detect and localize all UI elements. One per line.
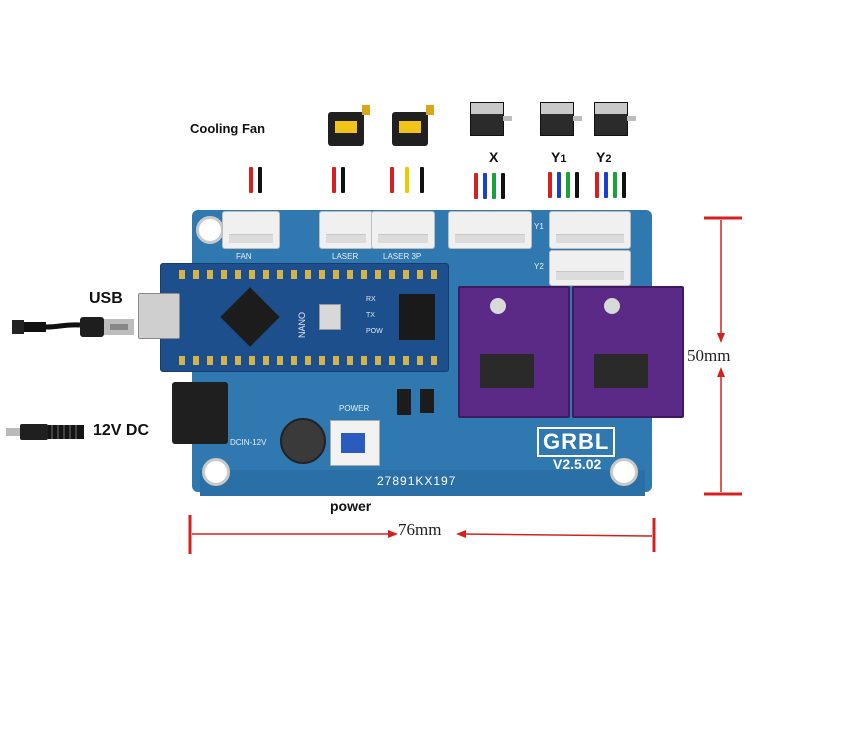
power-switch-knob[interactable] <box>341 433 365 453</box>
mounting-hole <box>196 216 224 244</box>
nano-pin-row-bottom <box>179 356 441 365</box>
fan-connector <box>222 211 280 249</box>
led-label-pow: POW <box>366 328 383 335</box>
motor-y1-connector <box>549 211 631 249</box>
dc-jack <box>172 382 228 444</box>
motor-y1-letter: Y <box>551 149 561 165</box>
laser-module-icon <box>328 105 370 146</box>
wire-x-red <box>474 173 478 199</box>
mounting-hole <box>610 458 638 486</box>
driver-potentiometer <box>490 298 506 314</box>
nano-microcontroller-chip <box>220 287 280 347</box>
connector-label-laser3p: LASER 3P <box>383 252 422 261</box>
connector-label-fan: FAN <box>236 252 252 261</box>
usb-cable-icon <box>12 317 134 337</box>
motor-y2-subscript: 2 <box>605 153 612 165</box>
usb-label: USB <box>89 290 123 307</box>
wire-y1-red <box>548 172 552 198</box>
motor-y1-label: Y1 <box>551 149 566 165</box>
led-label-tx: TX <box>366 312 375 319</box>
motor-y2-connector <box>549 250 631 286</box>
wire-x-blue <box>483 173 487 199</box>
height-dimension-line <box>704 216 742 496</box>
dc-cable-icon <box>6 424 84 440</box>
nano-pin-row-top <box>179 270 441 279</box>
stepper-motor-y1-icon <box>540 102 582 136</box>
width-dimension-label: 76mm <box>398 520 442 539</box>
stepper-driver-y <box>572 286 684 418</box>
connector-label-y2: Y2 <box>534 262 544 271</box>
wire-y2-red <box>595 172 599 198</box>
wire-x-black <box>501 173 505 199</box>
wire-y2-black <box>622 172 626 198</box>
motor-y2-letter: Y <box>596 149 606 165</box>
laser-module-icon <box>392 105 434 146</box>
led-label-rx: RX <box>366 296 376 303</box>
dc-label: 12V DC <box>93 422 150 439</box>
wire-x-green <box>492 173 496 199</box>
diode <box>420 389 434 413</box>
wire-y1-green <box>566 172 570 198</box>
wire-fan-red <box>249 167 253 193</box>
wire-laser3-red <box>390 167 394 193</box>
stepper-motor-x-icon <box>470 102 512 136</box>
width-dimension-line <box>188 515 656 554</box>
wire-laser-red <box>332 167 336 193</box>
motor-x-label: X <box>489 149 499 165</box>
laser-3pin-connector <box>371 211 435 249</box>
fuse <box>397 389 411 415</box>
power-switch[interactable] <box>330 420 380 466</box>
capacitor <box>280 418 326 464</box>
connector-label-y1: Y1 <box>534 222 544 231</box>
dcin-label: DCIN-12V <box>230 438 267 447</box>
cooling-fan-label: Cooling Fan <box>190 121 266 136</box>
motor-y2-label: Y2 <box>596 149 611 165</box>
wire-laser3-black <box>420 167 424 193</box>
wire-laser3-yellow <box>405 167 409 193</box>
board-serial: 27891KX197 <box>377 474 457 488</box>
power-switch-label: POWER <box>339 404 370 413</box>
stepper-driver-x <box>458 286 570 418</box>
laser-connector <box>319 211 373 249</box>
motor-y1-subscript: 1 <box>560 153 567 165</box>
icsp-header <box>399 294 435 340</box>
grbl-logo: GRBL <box>537 427 616 457</box>
connector-label-laser: LASER <box>332 252 359 261</box>
wire-fan-black <box>258 167 262 193</box>
height-dimension-label: 50mm <box>687 346 731 365</box>
mounting-hole <box>202 458 230 486</box>
wire-y2-green <box>613 172 617 198</box>
arduino-nano: NANO RX TX POW <box>160 263 449 372</box>
wire-y1-blue <box>557 172 561 198</box>
mini-usb-port <box>138 293 180 339</box>
wire-y2-blue <box>604 172 608 198</box>
board-version: V2.5.02 <box>553 456 602 472</box>
power-label: power <box>330 498 372 514</box>
driver-chip <box>480 354 534 388</box>
wire-y1-black <box>575 172 579 198</box>
nano-reset-button <box>319 304 341 330</box>
motor-x-connector <box>448 211 532 249</box>
driver-potentiometer <box>604 298 620 314</box>
stepper-motor-y2-icon <box>594 102 636 136</box>
driver-chip <box>594 354 648 388</box>
board-bottom-strip <box>200 470 645 496</box>
nano-label: NANO <box>297 311 308 339</box>
wire-laser-black <box>341 167 345 193</box>
